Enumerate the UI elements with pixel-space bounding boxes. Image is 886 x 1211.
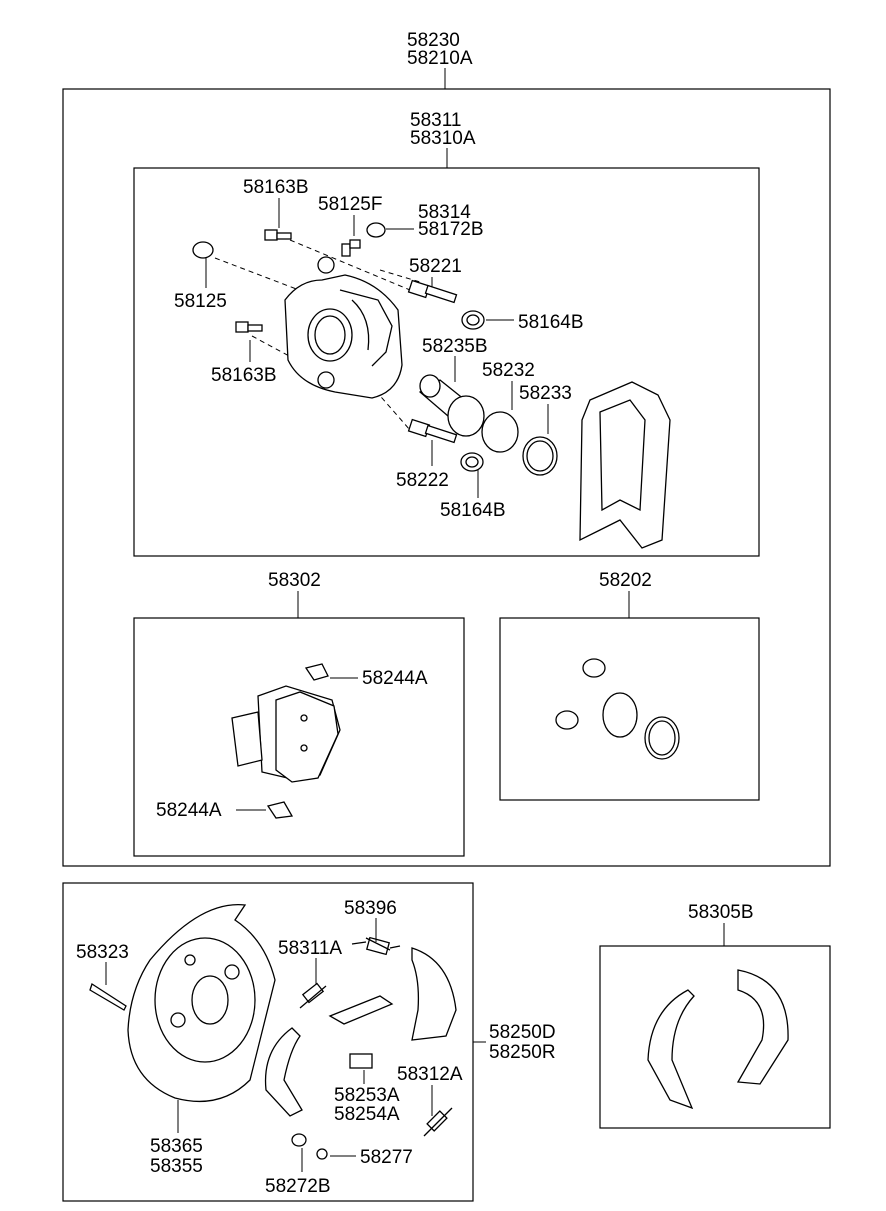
boot-58164B-bottom — [460, 452, 484, 472]
label-58311A: 58311A — [278, 938, 342, 959]
label-58365: 58365 — [150, 1136, 203, 1157]
label-58250D: 58250D — [489, 1022, 556, 1043]
label-58305B: 58305B — [688, 902, 754, 923]
label-58244A-bottom: 58244A — [156, 800, 222, 821]
pad-set-frame — [133, 617, 465, 857]
label-58311: 58311 — [410, 110, 461, 131]
rear-caliper-assembly-frame — [62, 88, 831, 867]
label-58125F: 58125F — [318, 194, 382, 215]
label-58253A: 58253A — [334, 1085, 400, 1106]
label-58232: 58232 — [482, 360, 535, 381]
label-58277: 58277 — [360, 1147, 413, 1168]
backing-plate-bolt — [89, 982, 127, 1011]
return-spring-mid — [299, 982, 327, 1009]
label-58302: 58302 — [268, 570, 321, 591]
label-58125: 58125 — [174, 291, 227, 312]
piston-illustration — [418, 374, 485, 437]
cap-58314 — [366, 222, 386, 238]
label-58314: 58314 — [418, 202, 471, 223]
label-58172B: 58172B — [418, 219, 484, 240]
label-58254A: 58254A — [334, 1104, 400, 1125]
label-58244A-top: 58244A — [362, 668, 428, 689]
parking-shoe-frame — [599, 945, 831, 1129]
brake-pads-illustration — [231, 663, 341, 819]
label-58235B: 58235B — [422, 336, 488, 357]
cap-58125 — [192, 241, 214, 259]
seal-kit-illustration — [555, 658, 680, 760]
brake-shoe-right — [411, 947, 457, 1041]
seal-kit-frame — [499, 617, 760, 801]
strut-lever — [328, 995, 394, 1025]
label-58221: 58221 — [409, 256, 462, 277]
adjuster — [349, 1053, 373, 1069]
label-58163B-bottom: 58163B — [211, 365, 277, 386]
boot-58164B-top — [461, 310, 485, 330]
label-58396: 58396 — [344, 898, 397, 919]
dust-boot — [522, 436, 558, 476]
label-58222: 58222 — [396, 470, 449, 491]
label-58230: 58230 — [407, 30, 460, 51]
bolt-58163B-bottom — [235, 321, 263, 333]
bolt-58163B-top — [264, 229, 292, 241]
pin-58277 — [316, 1148, 328, 1160]
label-58202: 58202 — [599, 570, 652, 591]
parking-shoes-illustration — [647, 969, 789, 1110]
caliper-bracket — [579, 381, 671, 549]
label-58164B-top: 58164B — [518, 312, 584, 333]
retainer-58272B — [291, 1133, 307, 1147]
brake-shoe-left — [264, 1027, 303, 1117]
guide-pin-top — [407, 279, 458, 304]
label-58164B-bottom: 58164B — [440, 500, 506, 521]
label-58250R: 58250R — [489, 1042, 556, 1063]
guide-pin-bottom — [407, 418, 458, 444]
return-spring-top — [351, 936, 401, 956]
piston-seal — [481, 411, 519, 453]
label-58272B: 58272B — [265, 1176, 331, 1197]
label-58163B-top: 58163B — [243, 177, 309, 198]
label-58355: 58355 — [150, 1156, 203, 1177]
caliper-body-illustration — [284, 256, 403, 399]
caliper-frame — [133, 167, 760, 557]
label-58312A: 58312A — [397, 1064, 463, 1085]
return-spring-low — [423, 1107, 453, 1137]
label-58323: 58323 — [76, 942, 129, 963]
label-58210A: 58210A — [407, 48, 473, 69]
label-58310A: 58310A — [410, 128, 476, 149]
label-58233: 58233 — [519, 383, 572, 404]
bleeder-screw — [341, 239, 361, 257]
backing-plate-illustration — [127, 903, 276, 1103]
